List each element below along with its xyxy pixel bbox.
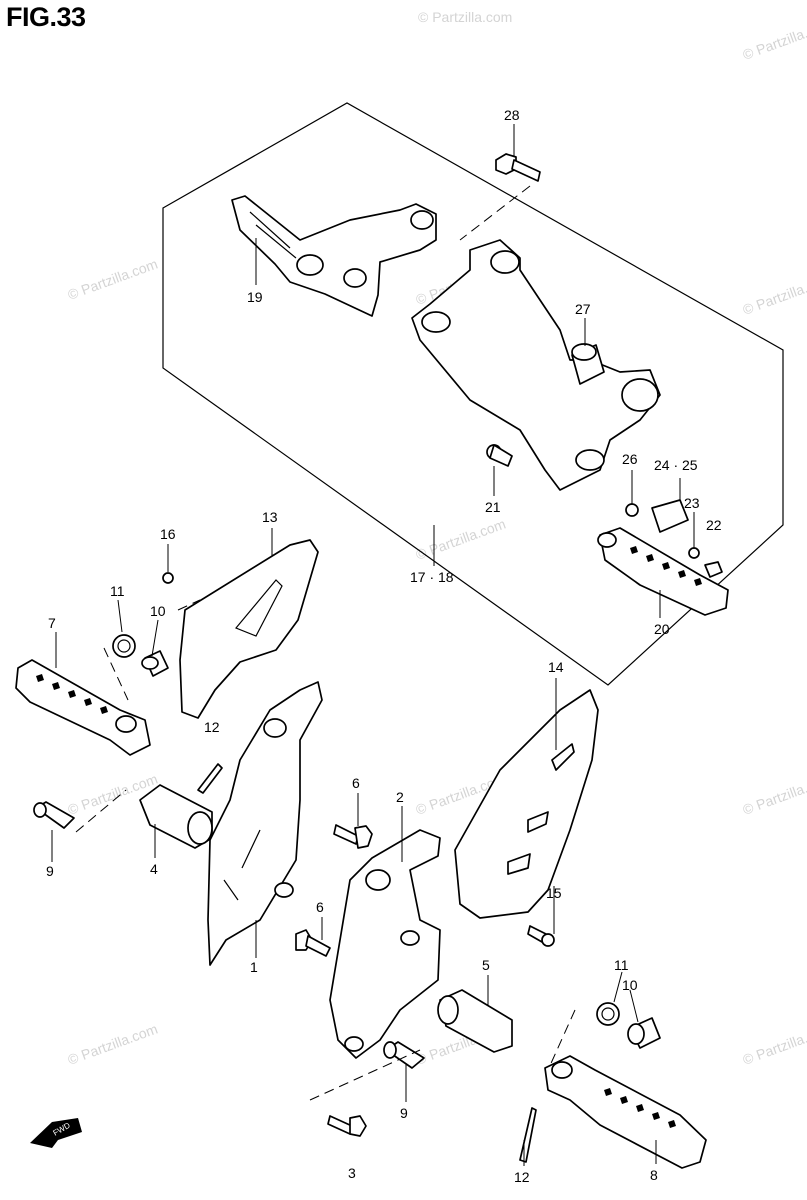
part-12-cotter-pin-left [197,763,223,794]
watermark-text: © Partzilla.com [741,271,807,318]
part-11-spring-left [112,634,136,658]
part-15-screw [527,925,555,947]
part-10-collar-left [141,650,169,677]
callout-layer: 28 19 27 21 26 24 · 25 23 22 20 17 · 18 … [46,107,722,1185]
callout-17-18: 17 · 18 [410,569,454,585]
watermark-text: © Partzilla.com [66,256,160,303]
watermark-text: © Partzilla.com [66,1021,160,1068]
part-13-heel-plate-left [179,539,319,719]
callout-11-right: 11 [614,957,629,973]
leader-lines [51,124,695,1166]
part-24-25-plate [651,499,689,533]
part-8-front-footpeg-right [544,1055,707,1169]
callout-13: 13 [262,509,278,525]
callout-28: 28 [504,107,520,123]
callout-9-left: 9 [46,863,54,879]
part-5-pivot-right [437,989,513,1053]
part-7-front-footpeg-left [15,659,151,756]
callout-9-right: 9 [400,1105,408,1121]
callout-20: 20 [654,621,670,637]
part-28-bolt [495,153,541,182]
figure-title: FIG.33 [6,2,86,32]
callout-1: 1 [250,959,258,975]
part-26-spring-pin [625,503,639,517]
callout-2: 2 [396,789,404,805]
callout-23: 23 [684,495,700,511]
watermark-text: © Partzilla.com [741,16,807,63]
callout-4: 4 [150,861,158,877]
fwd-arrow-icon: FWD [30,1118,82,1148]
part-20-rear-footpeg [597,527,729,616]
part-1-bracket-left [207,681,323,966]
callout-6-upper: 6 [352,775,360,791]
callout-11-left: 11 [110,583,125,599]
callout-3: 3 [348,1165,356,1181]
callout-22: 22 [706,517,722,533]
part-22-spring [704,561,723,578]
part-4-pivot-left [139,784,213,849]
callout-26: 26 [622,451,638,467]
part-2-bracket-right [329,829,441,1059]
callout-6-lower: 6 [316,899,324,915]
callout-8: 8 [650,1167,658,1183]
part-21-pin [486,444,513,467]
part-11-spring-right [596,1002,620,1026]
watermark-text: © Partzilla.com [418,9,512,25]
callout-21: 21 [485,499,501,515]
callout-14: 14 [548,659,564,675]
watermark-text: © Partzilla.com [741,771,807,818]
part-10-collar-right [627,1017,661,1049]
watermark-text: © Partzilla.com [414,516,508,563]
watermark-layer: © Partzilla.com © Partzilla.com © Partzi… [66,9,807,1068]
callout-16: 16 [160,526,176,542]
rear-assembly-outline [162,102,784,686]
part-16-screw [162,572,174,584]
part-6-bolt-upper [333,824,373,849]
callout-7: 7 [48,615,56,631]
part-23-ball [688,547,700,559]
callout-5: 5 [482,957,490,973]
callout-12-right: 12 [514,1169,530,1185]
part-12-cotter-pin-right [519,1107,537,1163]
part-rear-bracket-right [411,239,661,491]
callout-24-25: 24 · 25 [654,457,698,473]
part-27-collar [571,343,605,385]
part-3-bolt [327,1115,367,1137]
part-19-rear-bracket-left [231,195,437,317]
part-9-pin-right [383,1041,425,1069]
callout-12-left: 12 [204,719,220,735]
callout-10-left: 10 [150,603,166,619]
watermark-text: © Partzilla.com [741,1021,807,1068]
part-14-heel-plate-right [454,689,599,919]
callout-27: 27 [575,301,591,317]
part-6-bolt-lower [295,929,331,957]
callout-10-right: 10 [622,977,638,993]
callout-15: 15 [546,885,562,901]
part-9-pin-left [33,801,75,829]
callout-19: 19 [247,289,263,305]
